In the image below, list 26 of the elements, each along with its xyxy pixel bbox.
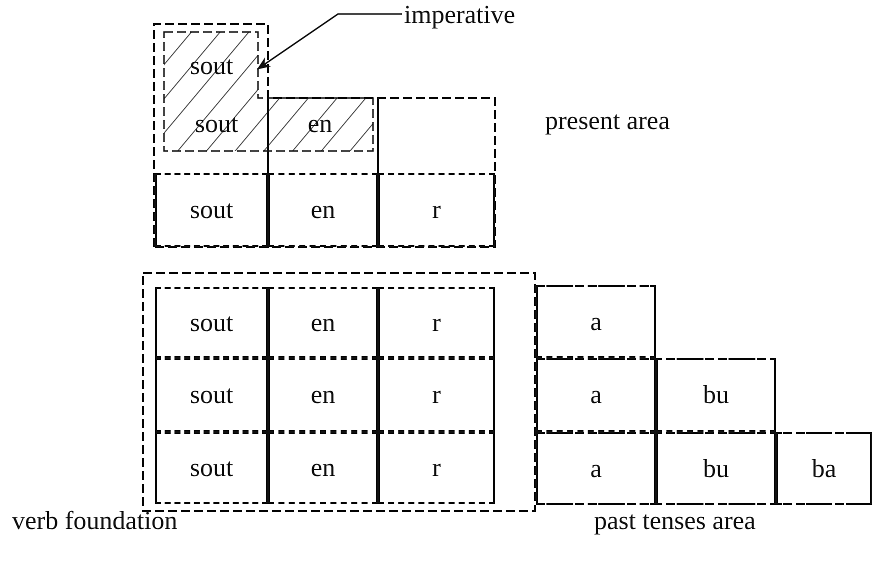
area-label: past tenses area: [594, 508, 756, 534]
syllable-cell: ba: [776, 432, 872, 505]
syllable-cell: sout: [155, 358, 268, 432]
syllable-cell: bu: [656, 432, 776, 505]
syllable-cell: en: [268, 287, 378, 358]
verb-foundation-outline: [142, 272, 536, 512]
syllable-cell: en: [268, 173, 378, 247]
syllable-cell: bu: [656, 358, 776, 432]
syllable-cell: sout: [155, 287, 268, 358]
syllable-cell: a: [536, 358, 656, 432]
hatched-area: [163, 31, 374, 152]
syllable-cell: r: [378, 173, 495, 247]
syllable-cell: en: [268, 358, 378, 432]
syllable-cell: r: [378, 432, 495, 504]
leader-line: [256, 13, 402, 70]
past-tenses-outline: [536, 285, 872, 505]
syllable-cell: sout: [155, 432, 268, 504]
syllable-cell: en: [268, 432, 378, 504]
area-label: present area: [545, 108, 670, 134]
syllable-cell: a: [536, 285, 656, 358]
syllable-cell: r: [378, 287, 495, 358]
callout-text: imperative: [404, 2, 516, 28]
area-label: verb foundation: [12, 508, 178, 534]
syllable-cell: sout: [155, 173, 268, 247]
syllable-cell: a: [536, 432, 656, 505]
syllable-cell: r: [378, 358, 495, 432]
